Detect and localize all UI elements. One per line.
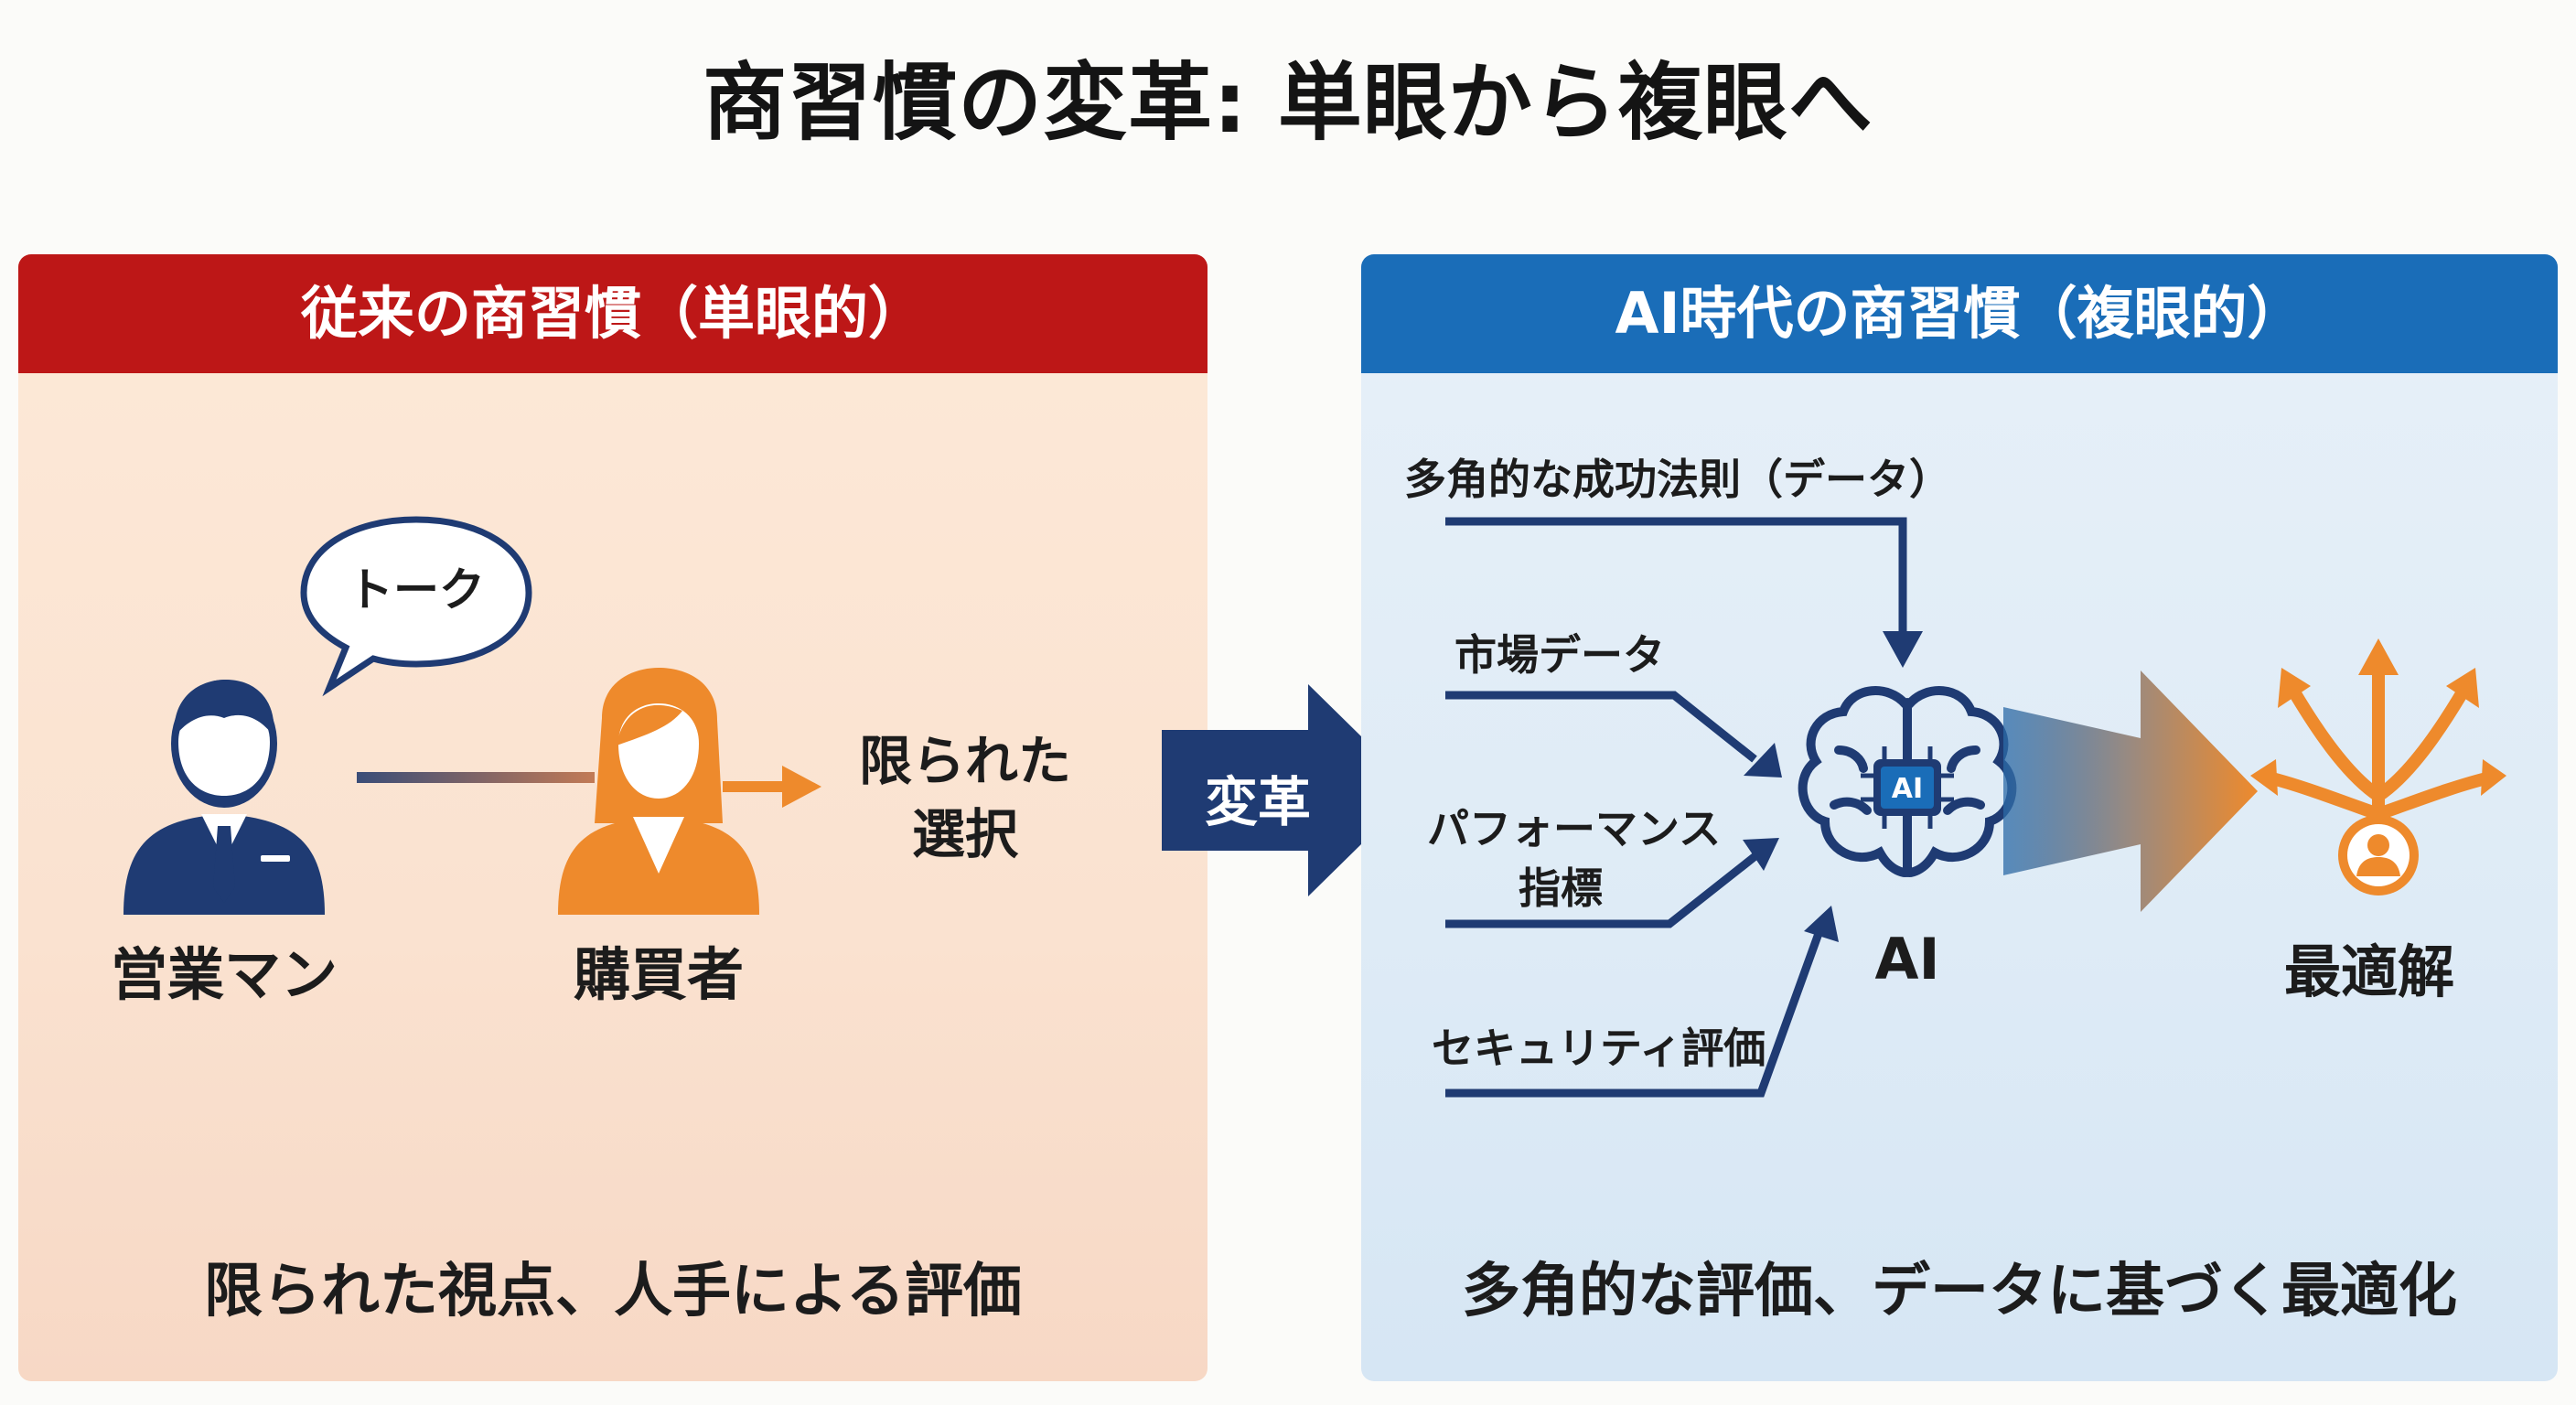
buyer-icon xyxy=(558,668,759,915)
page-title: 商習慣の変革: 単眼から複眼へ xyxy=(703,54,1873,152)
input-label-success-rules: 多角的な成功法則（データ） xyxy=(1404,455,1951,504)
limited-choice-line1: 限られた xyxy=(858,730,1071,792)
salesperson-label: 営業マン xyxy=(110,941,338,1008)
input-label-market-data: 市場データ xyxy=(1454,630,1665,680)
arrow-security xyxy=(1445,927,1825,1098)
arrow-market-data xyxy=(1445,691,1757,763)
salesperson-icon xyxy=(123,680,325,915)
speech-bubble-icon xyxy=(300,516,532,697)
ai-label: AI xyxy=(1874,926,1940,992)
optimal-solution-icon xyxy=(2250,638,2506,896)
speech-text: トーク xyxy=(348,563,485,617)
arrowhead-success-rules xyxy=(1883,631,1923,668)
transform-arrow-icon xyxy=(1162,684,1416,896)
arrow-performance xyxy=(1445,852,1759,928)
buyer-label: 購買者 xyxy=(573,941,744,1008)
input-label-performance: パフォーマンス xyxy=(1427,804,1722,853)
arrowhead-security xyxy=(1804,906,1839,942)
input-label-metrics: 指標 xyxy=(1519,863,1603,913)
arrowhead-market-data xyxy=(1744,743,1782,778)
traditional-footer: 限られた視点、人手による評価 xyxy=(203,1258,1023,1325)
ai-chip-label: AI xyxy=(1891,773,1924,805)
connection-line xyxy=(357,772,595,783)
optimal-solution-label: 最適解 xyxy=(2283,938,2454,1005)
ai-era-footer: 多角的な評価、データに基づく最適化 xyxy=(1462,1258,2457,1325)
traditional-header: 従来の商習慣（単眼的） xyxy=(18,254,1208,373)
input-label-security: セキュリティ評価 xyxy=(1432,1024,1766,1073)
arrow-success-rules xyxy=(1445,517,1907,640)
result-arrow-icon xyxy=(723,766,821,808)
ai-era-header: AI時代の商習慣（複眼的） xyxy=(1361,254,2558,373)
transform-label: 変革 xyxy=(1204,771,1311,833)
limited-choice-line2: 選択 xyxy=(911,803,1018,865)
output-arrow-icon xyxy=(2003,670,2258,912)
arrowhead-performance xyxy=(1743,838,1779,871)
ai-era-panel: AI時代の商習慣（複眼的） xyxy=(1361,254,2558,1381)
